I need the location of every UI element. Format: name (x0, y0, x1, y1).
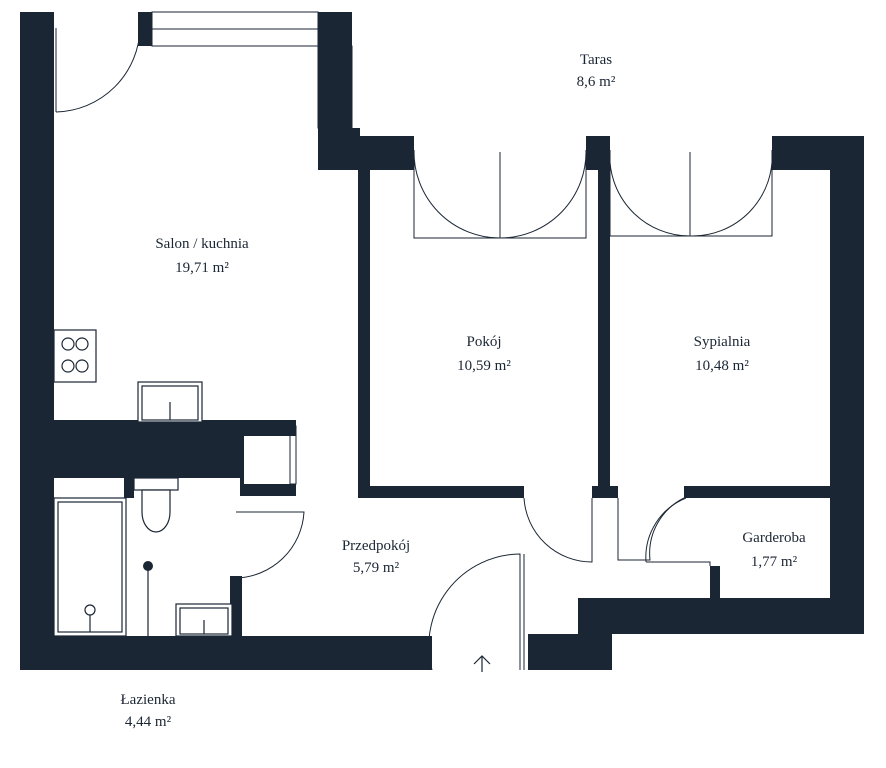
windows (151, 11, 353, 129)
room-labels: Taras 8,6 m² Salon / kuchnia 19,71 m² Po… (121, 52, 806, 730)
garderoba-area: 1,77 m² (751, 554, 798, 570)
taras-area: 8,6 m² (577, 74, 616, 90)
taras-name: Taras (580, 52, 612, 68)
lazienka-area: 4,44 m² (125, 714, 172, 730)
fixtures (53, 329, 233, 637)
przedpokoj-name: Przedpokój (342, 538, 410, 554)
toilet-bowl (141, 489, 171, 533)
walls (20, 12, 864, 670)
salon-name: Salon / kuchnia (155, 236, 249, 252)
entrance-arrow-icon (473, 655, 491, 672)
bathtub (53, 497, 127, 637)
lazienka-name: Łazienka (121, 692, 176, 708)
stove (53, 329, 97, 383)
doors (55, 27, 773, 671)
garderoba-name: Garderoba (742, 530, 806, 546)
salon-area: 19,71 m² (175, 260, 229, 276)
pokoj-name: Pokój (466, 334, 501, 350)
pokoj-area: 10,59 m² (457, 358, 511, 374)
sypialnia-area: 10,48 m² (695, 358, 749, 374)
sypialnia-name: Sypialnia (694, 334, 751, 350)
przedpokoj-area: 5,79 m² (353, 560, 400, 576)
toilet-tank (133, 477, 179, 491)
